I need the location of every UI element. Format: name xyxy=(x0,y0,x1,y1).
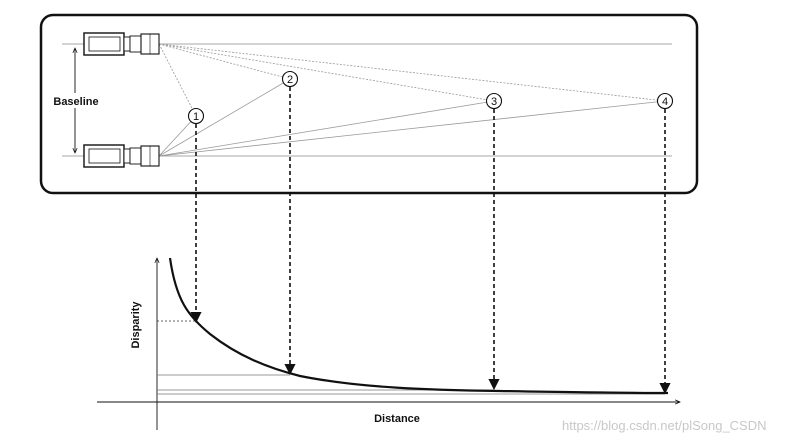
ray-bottom-to-point-4 xyxy=(158,100,666,157)
point-marker-2: 2 xyxy=(281,70,299,88)
bottom-camera-icon xyxy=(83,144,160,168)
point-label-4: 4 xyxy=(662,96,668,108)
disparity-axis-label: Disparity xyxy=(130,301,142,349)
distance-axis-label: Distance xyxy=(374,413,420,425)
point-marker-4: 4 xyxy=(656,92,674,110)
baseline-label-bg xyxy=(50,93,102,108)
ray-bottom-to-point-3 xyxy=(158,100,495,157)
ray-top-to-point-3 xyxy=(158,43,495,102)
watermark: https://blog.csdn.net/plSong_CSDN xyxy=(562,418,767,433)
point-marker-3: 3 xyxy=(485,92,503,110)
ray-bottom-to-point-1 xyxy=(158,115,197,157)
point-label-1: 1 xyxy=(193,111,199,123)
ray-top-to-point-2 xyxy=(158,43,291,80)
point-marker-1: 1 xyxy=(187,107,205,125)
projection-arrows xyxy=(190,87,671,395)
disparity-reference-lines xyxy=(157,320,665,395)
camera-rays xyxy=(158,43,666,157)
point-label-2: 2 xyxy=(287,74,293,86)
ray-bottom-to-point-2 xyxy=(158,78,291,157)
ray-top-to-point-4 xyxy=(158,43,666,102)
disparity-curve xyxy=(168,257,669,395)
top-camera-icon xyxy=(83,32,160,56)
ray-top-to-point-1 xyxy=(158,43,197,117)
baseline-label: Baseline xyxy=(53,96,98,108)
point-label-3: 3 xyxy=(491,96,497,108)
